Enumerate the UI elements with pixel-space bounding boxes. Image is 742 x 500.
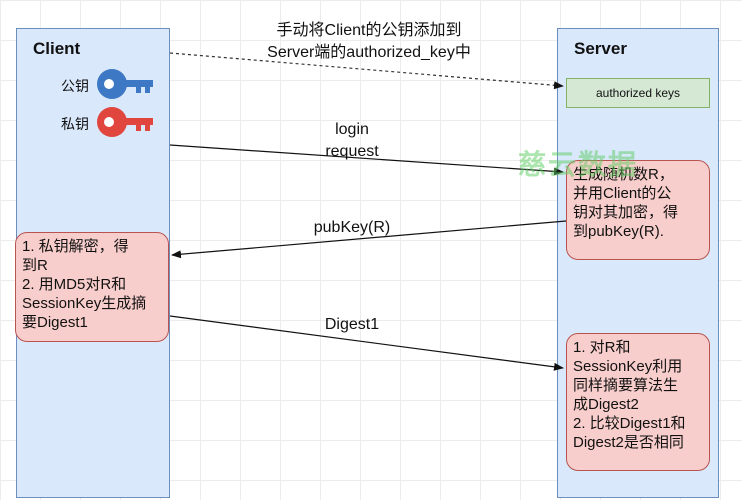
public-key-label: 公钥 — [61, 79, 89, 95]
digest-arrow — [169, 315, 564, 371]
watermark: 慈云数据 — [518, 148, 639, 181]
digest-label: Digest1 — [324, 316, 380, 333]
client-decrypt-box: 1. 私钥解密，得 到R 2. 用MD5对R和 SessionKey生成摘 要D… — [15, 232, 169, 342]
pubkey-arrow — [171, 220, 567, 259]
client-title: Client — [33, 39, 81, 58]
pubkey-label: pubKey(R) — [313, 219, 391, 236]
login-request-arrow — [169, 144, 564, 176]
add-key-label: 手动将Client的公钥添加到 Server端的authorized_key中 — [267, 22, 471, 61]
private-key-label: 私钥 — [61, 117, 89, 133]
server-title: Server — [574, 39, 627, 58]
public-key-icon — [97, 69, 153, 99]
private-key-icon — [97, 107, 153, 137]
server-compare-box: 1. 对R和 SessionKey利用 同样摘要算法生 成Digest2 2. … — [566, 333, 710, 471]
authorized-keys-box: authorized keys — [566, 78, 710, 108]
login-request-label: login request — [325, 121, 379, 160]
server-encrypt-box: 生成随机数R， 并用Client的公 钥对其加密，得 到pubKey(R). — [566, 160, 710, 260]
